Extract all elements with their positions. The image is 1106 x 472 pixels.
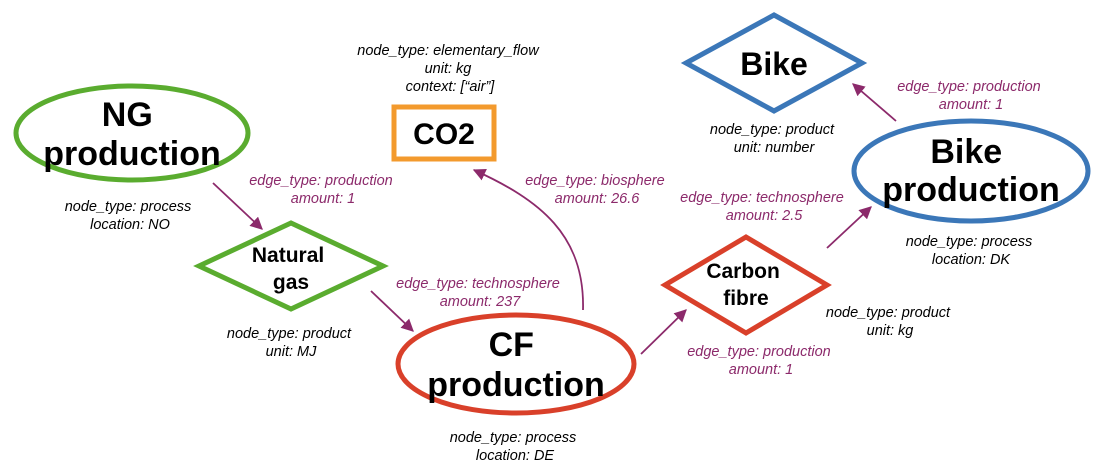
node-co2: CO2 node_type: elementary_flow unit: kg … (357, 43, 542, 162)
node-shape-ellipse (13, 83, 251, 183)
edge-type-text: edge_type: biosphere (525, 173, 664, 189)
node-meta: node_type: elementary_flow unit: kg cont… (357, 43, 542, 95)
node-shape-ellipse (851, 118, 1091, 224)
node-bike: Bike node_type: product unit: number (680, 12, 868, 156)
edge-amount-text: amount: 2.5 (726, 208, 804, 224)
edge-line (472, 168, 584, 311)
node-meta: node_type: process location: DE (450, 430, 581, 464)
node-label: Bike production (882, 133, 1060, 209)
edge-line (212, 182, 263, 230)
node-natural-gas: Natural gas node_type: product unit: MJ (193, 220, 389, 360)
edge-fibre-to-bikeprod: edge_type: technosphere amount: 2.5 (680, 190, 872, 249)
node-label: CO2 (413, 118, 475, 151)
edge-cf-to-co2: edge_type: biosphere amount: 26.6 (472, 168, 669, 311)
edge-type-text: edge_type: production (687, 344, 831, 360)
node-label: Bike (740, 46, 808, 82)
edge-amount-text: amount: 1 (291, 191, 356, 207)
node-shape-diamond (660, 234, 832, 336)
node-label: Carbon fibre (706, 260, 785, 310)
node-label: NG production (43, 96, 221, 173)
node-label: CF production (427, 326, 605, 404)
edge-line (826, 206, 872, 249)
edge-amount-text: amount: 26.6 (555, 191, 641, 207)
node-shape-ellipse (395, 312, 637, 416)
node-ng-production: NG production node_type: process locatio… (13, 83, 251, 233)
edge-amount-text: amount: 237 (440, 294, 522, 310)
edge-label: edge_type: technosphere amount: 2.5 (680, 190, 848, 224)
node-bike-production: Bike production node_type: process locat… (851, 118, 1091, 268)
edge-type-text: edge_type: production (249, 173, 393, 189)
edge-ng-to-gas: edge_type: production amount: 1 (212, 173, 397, 230)
node-shape-diamond (193, 220, 389, 312)
node-meta: node_type: product unit: kg (826, 305, 954, 339)
edge-cf-to-fibre: edge_type: production amount: 1 (640, 309, 835, 378)
node-meta: node_type: process location: DK (906, 234, 1037, 268)
node-label: Natural gas (252, 244, 330, 294)
edge-line (852, 83, 897, 122)
edge-bikeprod-to-bike: edge_type: production amount: 1 (852, 79, 1045, 122)
edge-type-text: edge_type: technosphere (680, 190, 844, 206)
edge-amount-text: amount: 1 (939, 97, 1004, 113)
node-meta: node_type: product unit: number (710, 122, 838, 156)
node-shape-rectangle (391, 104, 497, 162)
edge-type-text: edge_type: technosphere (396, 276, 560, 292)
edge-label: edge_type: production amount: 1 (249, 173, 397, 207)
edge-line (370, 290, 414, 332)
edge-label: edge_type: production amount: 1 (687, 344, 835, 378)
node-carbon-fibre: Carbon fibre node_type: product unit: kg (660, 234, 954, 339)
edge-label: edge_type: biosphere amount: 26.6 (525, 173, 669, 207)
edge-gas-to-cf: edge_type: technosphere amount: 237 (370, 276, 564, 332)
edge-label: edge_type: technosphere amount: 237 (396, 276, 564, 310)
node-meta: node_type: process location: NO (65, 199, 196, 233)
edge-type-text: edge_type: production (897, 79, 1041, 95)
edge-line (640, 309, 687, 355)
edge-amount-text: amount: 1 (729, 362, 794, 378)
edge-label: edge_type: production amount: 1 (897, 79, 1045, 113)
node-meta: node_type: product unit: MJ (227, 326, 355, 360)
node-shape-diamond (680, 12, 868, 114)
node-cf-production: CF production node_type: process locatio… (395, 312, 637, 464)
